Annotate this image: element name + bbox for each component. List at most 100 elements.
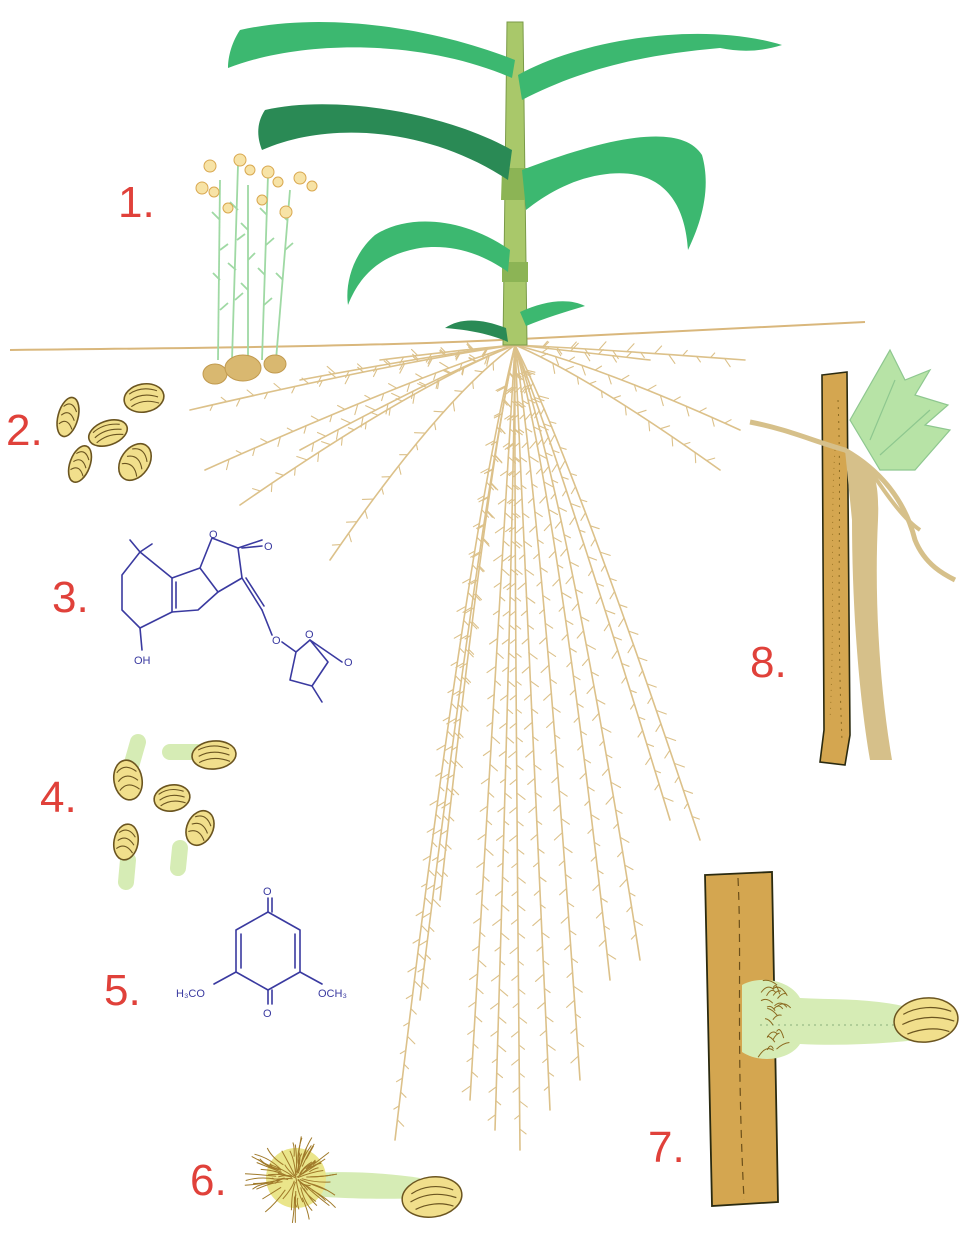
root-hair: [422, 982, 428, 988]
root-hair: [474, 918, 481, 923]
root-hair: [517, 793, 525, 799]
root-hair: [429, 870, 435, 876]
root-hair: [489, 1087, 496, 1092]
root-hair: [567, 1000, 575, 1007]
root-hair: [492, 736, 500, 743]
maize-leaf: [258, 104, 512, 180]
root-hair: [612, 650, 618, 658]
root-hair: [497, 1073, 503, 1078]
root-hair: [421, 925, 428, 932]
root-hair: [429, 927, 434, 932]
root-hair: [725, 359, 731, 367]
root-hair: [583, 658, 589, 665]
root-hair: [444, 759, 449, 764]
maize-leaf: [347, 221, 510, 305]
root-hair: [447, 731, 452, 736]
root-hair: [540, 637, 547, 644]
root-hair: [276, 473, 284, 476]
root-hair: [639, 671, 643, 677]
root-hair: [596, 912, 602, 918]
root-hair: [475, 371, 483, 372]
root-hair: [631, 704, 635, 710]
root-hair: [541, 665, 549, 672]
root-hair: [513, 1087, 519, 1092]
root-hair: [341, 419, 350, 423]
root-hair: [553, 579, 560, 586]
root-hair: [543, 1058, 548, 1062]
root-hair: [440, 362, 449, 368]
root-hair: [519, 1017, 527, 1023]
root-hair: [559, 606, 564, 611]
step-label-4: 4.: [40, 773, 77, 822]
root-hair: [588, 829, 593, 834]
root-hair: [440, 787, 444, 791]
root-hair: [414, 981, 421, 988]
root-hair: [563, 490, 567, 496]
root-hair: [322, 442, 331, 445]
root-hair: [349, 533, 352, 542]
root-hair: [572, 603, 578, 610]
root-hair: [522, 639, 528, 644]
root-hair: [416, 374, 423, 378]
root-hair: [585, 801, 590, 806]
root-strand: [515, 345, 580, 1080]
seed-icon: [152, 782, 192, 814]
root-hair: [499, 751, 506, 756]
root-hair: [497, 835, 504, 840]
root-hair: [549, 551, 555, 558]
root-hair: [480, 806, 487, 811]
root-hair: [669, 355, 675, 364]
root-hair: [496, 891, 503, 896]
maize-leaf: [522, 136, 706, 250]
root-hair: [565, 944, 571, 949]
chem3-o-ether: O: [272, 635, 281, 647]
chem3-o-carbonyl1: O: [264, 541, 273, 553]
root-hair: [338, 406, 345, 410]
germinated-seed-group: [111, 739, 237, 882]
root-hair: [347, 522, 357, 523]
root-hair: [517, 849, 524, 854]
root-hair: [401, 1092, 406, 1097]
root-hair: [477, 862, 484, 867]
root-hair: [526, 751, 534, 758]
root-hair: [480, 932, 485, 936]
root-hair: [613, 396, 620, 399]
root-hair: [540, 609, 545, 613]
radicle: [178, 848, 180, 868]
root-hair: [562, 634, 568, 640]
root-hair: [531, 835, 537, 840]
root-hair: [451, 703, 456, 709]
root-hair: [534, 554, 539, 559]
root-hair: [570, 517, 575, 525]
root-hair: [571, 487, 575, 494]
host-root-system: [190, 341, 745, 1150]
root-hair: [495, 455, 501, 462]
root-hair: [580, 773, 586, 779]
root-hair: [551, 494, 555, 499]
seed-icon: [191, 739, 237, 771]
root-hair: [483, 876, 489, 881]
host-root-stem: [820, 372, 850, 765]
root-hair: [552, 777, 558, 783]
root-hair: [495, 680, 501, 685]
root-strand: [515, 345, 640, 960]
root-hair: [618, 851, 623, 856]
root-hair: [604, 623, 609, 630]
root-hair: [459, 733, 463, 737]
root-hair: [497, 653, 504, 659]
root-hair: [498, 1045, 506, 1052]
root-hair: [389, 384, 397, 389]
root-hair: [274, 384, 281, 390]
seed-icon: [53, 395, 83, 439]
root-hair: [483, 750, 490, 755]
maize-leaf: [228, 22, 515, 78]
root-hair: [408, 1036, 415, 1043]
root-hair: [488, 1115, 495, 1121]
parasite-root-attachment: [845, 450, 892, 760]
root-hair: [571, 1028, 577, 1033]
root-hair: [510, 807, 517, 813]
step-label-2: 2.: [6, 406, 43, 455]
root-hair: [503, 877, 509, 882]
root-hair: [638, 730, 643, 737]
chem5-o-bottom: O: [263, 1008, 272, 1020]
